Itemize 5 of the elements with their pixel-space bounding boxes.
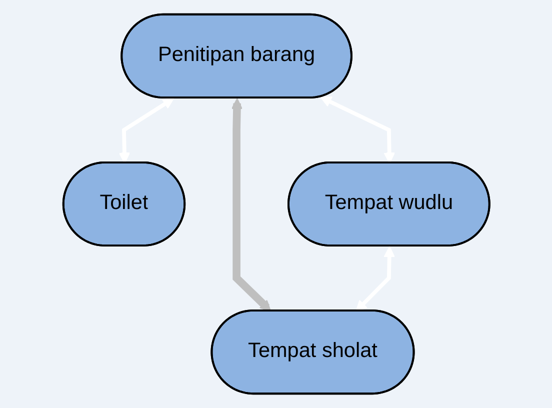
arrow (118, 98, 174, 164)
arrow (355, 246, 395, 312)
arrow (230, 98, 271, 312)
diagram: Penitipan barang Toilet Tempat wudlu Tempat sholat (52, 4, 500, 404)
arrow (320, 96, 395, 164)
